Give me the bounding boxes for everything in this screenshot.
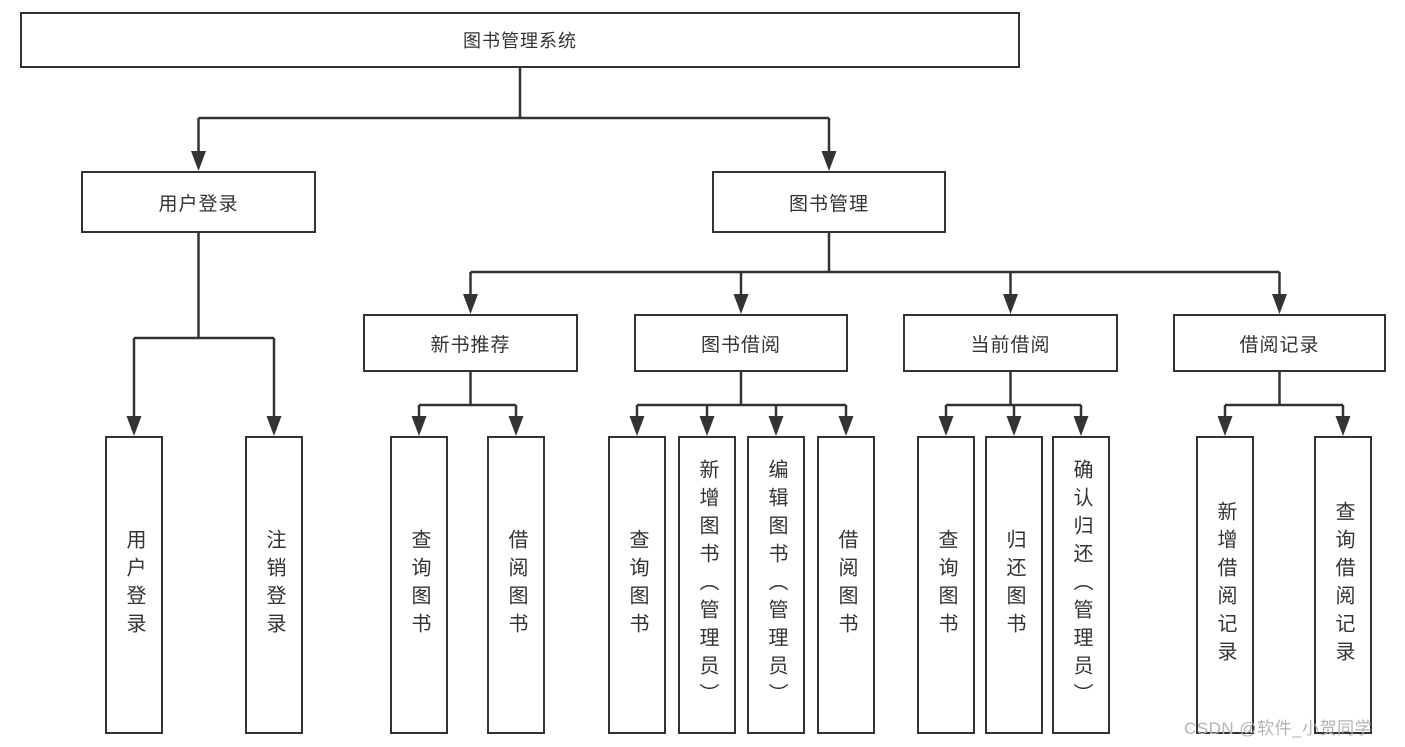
node-label: 借阅图书 [835, 529, 857, 641]
leaf-add-books-admin: 新增图书（管理员） [678, 436, 736, 734]
leaf-logout: 注销登录 [245, 436, 303, 734]
connector-book-borrow-to-leaves [629, 372, 854, 436]
node-label: 编辑图书（管理员） [765, 459, 787, 711]
connector-user-login-to-leaves [126, 233, 282, 436]
node-label: 新增借阅记录 [1214, 501, 1236, 669]
node-label: 图书借阅 [700, 334, 781, 356]
connector-book-management-to-level3 [463, 233, 1287, 314]
node-library-management-system: 图书管理系统 [20, 12, 1020, 68]
leaf-edit-books-admin: 编辑图书（管理员） [747, 436, 805, 734]
node-label: 查询借阅记录 [1332, 501, 1354, 669]
leaf-query-borrow-record: 查询借阅记录 [1314, 436, 1372, 734]
leaf-user-login: 用户登录 [105, 436, 163, 734]
node-label: 新书推荐 [430, 334, 511, 356]
node-current-borrowing: 当前借阅 [903, 314, 1118, 372]
node-label: 借阅图书 [505, 529, 527, 641]
node-new-book-recommendation: 新书推荐 [363, 314, 578, 372]
csdn-watermark: CSDN @软件_小贺同学 [1184, 719, 1373, 738]
node-label: 当前借阅 [970, 334, 1051, 356]
connector-current-borrow-to-leaves [938, 372, 1089, 436]
node-label: 图书管理 [788, 193, 869, 215]
node-user-login: 用户登录 [81, 171, 316, 233]
connector-new-book-to-leaves [411, 372, 524, 436]
node-borrowing-records: 借阅记录 [1173, 314, 1386, 372]
node-book-management: 图书管理 [712, 171, 946, 233]
leaf-query-books-borrow: 查询图书 [608, 436, 666, 734]
node-label: 新增图书（管理员） [696, 459, 718, 711]
node-label: 图书管理系统 [463, 31, 577, 51]
node-label: 用户登录 [158, 193, 239, 215]
node-book-borrowing: 图书借阅 [634, 314, 848, 372]
node-label: 查询图书 [935, 529, 957, 641]
node-label: 查询图书 [408, 529, 430, 641]
leaf-borrow-books: 借阅图书 [817, 436, 875, 734]
leaf-return-books: 归还图书 [985, 436, 1043, 734]
node-label: 查询图书 [626, 529, 648, 641]
node-label: 用户登录 [123, 529, 145, 641]
leaf-query-books-recommend: 查询图书 [390, 436, 448, 734]
node-label: 注销登录 [263, 529, 285, 641]
node-label: 借阅记录 [1239, 334, 1320, 356]
leaf-query-books-current: 查询图书 [917, 436, 975, 734]
connector-borrow-records-to-leaves [1217, 372, 1351, 436]
node-label: 确认归还（管理员） [1070, 459, 1092, 711]
node-label: 归还图书 [1003, 529, 1025, 641]
connector-root-to-level2 [191, 68, 837, 171]
leaf-add-borrow-record: 新增借阅记录 [1196, 436, 1254, 734]
leaf-confirm-return-admin: 确认归还（管理员） [1052, 436, 1110, 734]
leaf-borrow-books-recommend: 借阅图书 [487, 436, 545, 734]
